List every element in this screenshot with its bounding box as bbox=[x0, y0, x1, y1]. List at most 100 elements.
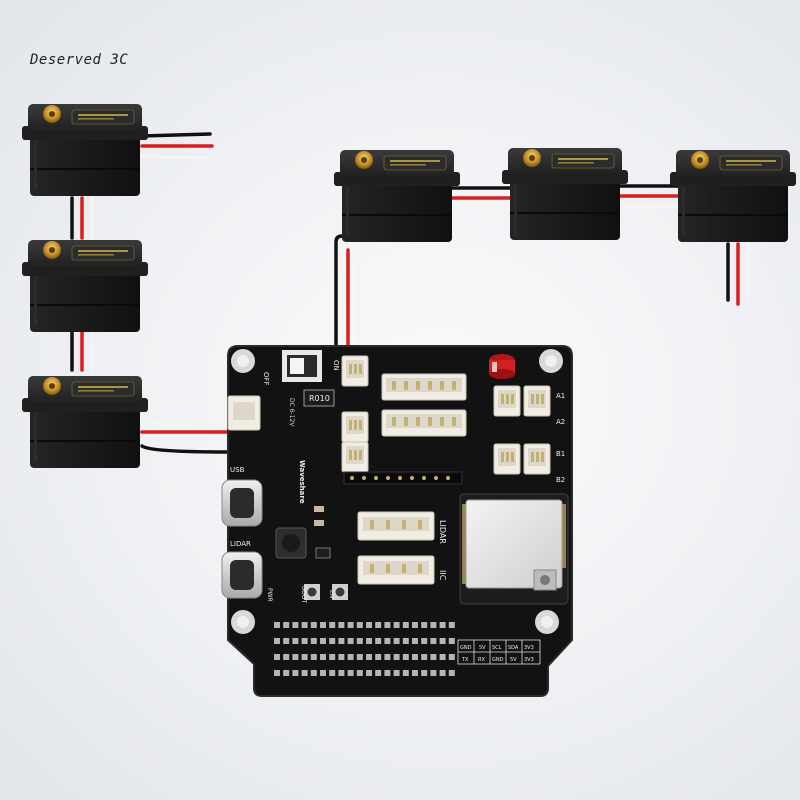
ic-chip bbox=[315, 547, 331, 559]
gpio-pin bbox=[375, 654, 382, 660]
usb-label: USB bbox=[230, 466, 245, 474]
gpio-pin bbox=[338, 670, 345, 676]
gpio-pin bbox=[274, 638, 280, 644]
lidar-label: LIDAR bbox=[230, 540, 251, 548]
gpio-pin bbox=[384, 622, 391, 628]
gpio-pin bbox=[439, 654, 446, 660]
gpio-pin bbox=[356, 638, 363, 644]
expansion-connector bbox=[381, 409, 467, 437]
servo-motor bbox=[21, 239, 149, 333]
gpio-pin bbox=[430, 622, 437, 628]
smd-component bbox=[314, 506, 324, 512]
gpio-pin bbox=[384, 638, 391, 644]
gpio-pin bbox=[320, 654, 326, 660]
iic-port-label: IIC bbox=[438, 570, 447, 581]
power-switch bbox=[282, 350, 322, 382]
gpio-pin bbox=[338, 654, 345, 660]
gpio-pin bbox=[366, 638, 372, 644]
gpio-pin bbox=[375, 638, 382, 644]
gpio-pin bbox=[320, 670, 326, 676]
table-cell: 3V3 bbox=[524, 657, 534, 663]
gpio-pin bbox=[274, 622, 280, 628]
gpio-pin bbox=[421, 638, 428, 644]
gpio-header bbox=[274, 622, 455, 676]
table-cell: 5V bbox=[510, 657, 517, 663]
gpio-pin bbox=[347, 654, 354, 660]
gpio-pin bbox=[356, 654, 363, 660]
gpio-pin bbox=[430, 670, 437, 676]
gpio-pin bbox=[310, 654, 317, 660]
usb-c-port[interactable] bbox=[221, 479, 263, 527]
gpio-pin bbox=[310, 670, 317, 676]
dc-power-connector bbox=[227, 395, 261, 431]
smd-component bbox=[314, 520, 324, 526]
mounting-hole bbox=[539, 349, 563, 373]
gpio-pin bbox=[439, 622, 446, 628]
dc-input-label: DC 6-12V bbox=[288, 398, 295, 427]
gpio-pin bbox=[356, 622, 363, 628]
gpio-pin bbox=[329, 670, 336, 676]
servo-motor bbox=[333, 149, 461, 243]
gpio-pin bbox=[448, 654, 455, 660]
usb-c-port[interactable] bbox=[221, 551, 263, 599]
watermark-text: Deserved 3C bbox=[30, 52, 129, 68]
gpio-pin bbox=[283, 670, 290, 676]
gpio-pin bbox=[430, 654, 437, 660]
gpio-pin bbox=[393, 638, 400, 644]
motor-b2-label: B2 bbox=[556, 476, 565, 484]
gpio-pin bbox=[402, 654, 409, 660]
motor-b1-label: B1 bbox=[556, 450, 565, 458]
motor-connector-b bbox=[493, 443, 521, 475]
motor-connector-a bbox=[493, 385, 521, 417]
switch-off-label: OFF bbox=[262, 372, 270, 386]
gpio-pin bbox=[292, 638, 299, 644]
inductor bbox=[275, 527, 307, 559]
mounting-hole bbox=[231, 349, 255, 373]
servo-motor bbox=[21, 375, 149, 469]
gpio-pin bbox=[402, 622, 409, 628]
wire-top-chain bbox=[450, 184, 680, 210]
motor-a2-label: A2 bbox=[556, 418, 565, 426]
gpio-pin bbox=[347, 670, 354, 676]
gpio-pin bbox=[283, 638, 290, 644]
table-cell: SCL bbox=[492, 645, 502, 651]
wire-chain-2-3 bbox=[70, 330, 94, 372]
gpio-pin bbox=[412, 670, 418, 676]
gpio-pin bbox=[283, 654, 290, 660]
gpio-pin bbox=[421, 670, 428, 676]
mounting-hole bbox=[231, 610, 255, 634]
gpio-pin bbox=[274, 654, 280, 660]
gpio-pin bbox=[356, 670, 363, 676]
iic-connector bbox=[357, 555, 435, 585]
servo-motor bbox=[669, 149, 797, 243]
gpio-pin bbox=[329, 654, 336, 660]
gpio-pin bbox=[292, 622, 299, 628]
gpio-pin bbox=[412, 654, 418, 660]
gpio-pin bbox=[338, 622, 345, 628]
gpio-pin bbox=[310, 638, 317, 644]
gpio-pin bbox=[366, 622, 372, 628]
table-cell: GND bbox=[492, 657, 504, 663]
lidar-connector-top bbox=[381, 373, 467, 401]
gpio-pin bbox=[329, 638, 336, 644]
gpio-pin bbox=[301, 622, 308, 628]
gpio-pin bbox=[448, 622, 455, 628]
pin-header bbox=[343, 471, 463, 485]
gpio-pin bbox=[448, 670, 455, 676]
gpio-pin bbox=[393, 670, 400, 676]
wire-right-tail bbox=[726, 242, 750, 306]
en-button[interactable] bbox=[332, 584, 348, 600]
gpio-pin bbox=[274, 670, 280, 676]
gpio-pin bbox=[347, 638, 354, 644]
wire-chain-1-2 bbox=[70, 196, 94, 240]
gpio-pin bbox=[412, 638, 418, 644]
gpio-pin bbox=[338, 638, 345, 644]
servo-motor bbox=[501, 147, 629, 241]
esp32-module bbox=[459, 493, 569, 605]
motor-connector-b bbox=[523, 443, 551, 475]
capacitor bbox=[489, 354, 515, 379]
gpio-pin bbox=[375, 670, 382, 676]
boot-button[interactable] bbox=[304, 584, 320, 600]
switch-on-label: ON bbox=[332, 360, 340, 371]
gpio-pin bbox=[329, 622, 336, 628]
